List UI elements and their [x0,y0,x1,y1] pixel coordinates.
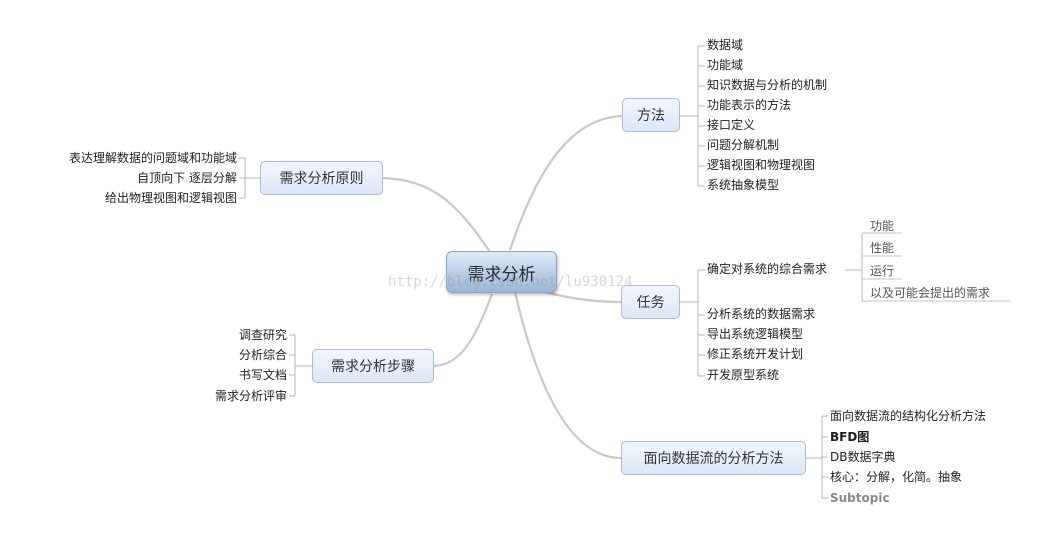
principle-item-1[interactable]: 表达理解数据的问题域和功能域 [68,151,237,165]
task-subitem-1[interactable]: 功能 [870,219,895,233]
task-item-3[interactable]: 导出系统逻辑模型 [707,327,804,341]
principle-item-2[interactable]: 自顶向下 逐层分解 [137,171,237,185]
connector-principle [382,176,491,253]
steps-item-3[interactable]: 书写文档 [238,368,287,382]
connector-steps [433,293,494,368]
task-item-1[interactable]: 确定对系统的综合需求 [707,262,828,276]
steps-item-4[interactable]: 需求分析评审 [214,389,287,403]
connector-method [508,114,623,251]
task-item-2[interactable]: 分析系统的数据需求 [707,307,816,321]
method-item-3[interactable]: 知识数据与分析的机制 [707,78,828,92]
dataflow-item-5[interactable]: Subtopic [830,491,890,505]
steps-item-1[interactable]: 调查研究 [238,328,287,342]
dataflow-item-1[interactable]: 面向数据流的结构化分析方法 [830,409,987,423]
steps-item-2[interactable]: 分析综合 [238,348,287,362]
method-item-6[interactable]: 问题分解机制 [707,138,780,152]
task-item-5[interactable]: 开发原型系统 [707,368,780,382]
task-subitem-2[interactable]: 性能 [870,241,895,255]
topic-method[interactable]: 方法 [622,98,680,132]
task-item-4[interactable]: 修正系统开发计划 [707,347,804,361]
topic-dataflow[interactable]: 面向数据流的分析方法 [621,441,806,475]
method-item-1[interactable]: 数据域 [707,38,744,52]
method-item-8[interactable]: 系统抽象模型 [707,178,780,192]
dataflow-item-3[interactable]: DB数据字典 [830,450,896,464]
task-subitem-4[interactable]: 以及可能会提出的需求 [870,286,991,300]
method-item-5[interactable]: 接口定义 [707,118,756,132]
central-topic[interactable]: 需求分析 [446,251,557,293]
topic-steps[interactable]: 需求分析步骤 [312,349,434,383]
principle-item-3[interactable]: 给出物理视图和逻辑视图 [104,191,237,205]
dataflow-item-2[interactable]: BFD图 [830,430,870,444]
topic-task[interactable]: 任务 [621,285,680,319]
connector-dataflow [513,291,622,460]
topic-principle[interactable]: 需求分析原则 [260,161,383,195]
method-item-2[interactable]: 功能域 [707,58,744,72]
method-item-4[interactable]: 功能表示的方法 [707,98,792,112]
task-subitem-3[interactable]: 运行 [870,264,895,278]
connector-task [544,290,622,304]
method-item-7[interactable]: 逻辑视图和物理视图 [707,158,816,172]
dataflow-item-4[interactable]: 核心：分解，化简。抽象 [830,470,963,484]
